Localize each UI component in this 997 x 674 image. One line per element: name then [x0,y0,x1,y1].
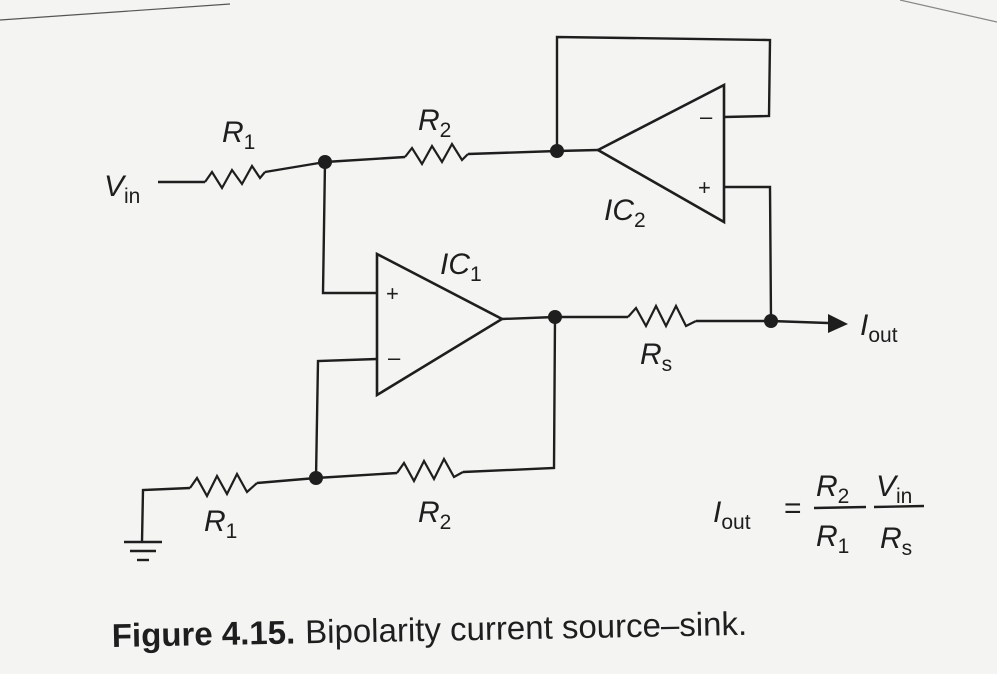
label-ic1: IC1 [440,248,482,286]
wire-node-a-to-ic1-plus [321,161,377,295]
ic1-minus-sign: – [388,345,401,370]
iout-arrow-icon [828,314,848,333]
equation-frac2-denominator: Rs [880,522,912,560]
junction-node-b [550,144,564,158]
label-r2-bottom: R2 [418,496,451,534]
label-ic2: IC2 [604,194,646,232]
wire-node-e-to-r2-bottom [315,471,398,480]
wire-r2-to-node-b [467,149,558,156]
label-vin: Vin [104,170,140,208]
wire-ic1-minus-to-node-e [314,357,378,479]
label-r2-top: R2 [418,104,451,142]
wires [140,35,829,543]
label-r1-bottom: R1 [204,505,237,543]
equation-equals-sign: = [784,492,802,525]
equation-lhs: Iout [713,496,751,534]
label-iout: Iout [860,309,898,347]
figure-caption: Figure 4.15.Bipolarity current source–si… [111,605,747,654]
equation-frac1-denominator: R1 [816,520,849,558]
wire-node-a-to-r2 [324,155,406,164]
junction-node-c [548,310,562,324]
page-edge-right [899,0,997,23]
wire-r1-bottom-to-node-e [256,476,317,485]
ground-icon [124,540,162,562]
wire-r1-to-node-a [264,160,326,174]
label-r1-top: R1 [222,116,255,154]
resistor-rs [627,303,697,329]
resistor-r1-bottom [189,471,258,499]
junction-node-e [309,471,323,485]
wire-node-c-to-r2-bottom [462,316,557,474]
opamp-ic2 [595,82,726,225]
equation-frac1-numerator: R2 [816,470,849,508]
resistor-r1-top [204,163,266,191]
resistors [189,141,697,499]
junction-node-d [764,314,778,328]
wire-ic2-plus-to-node-d [724,185,773,322]
ic1-plus-sign: + [386,281,399,306]
wire-ground-lead [140,486,191,543]
equation-frac1-bar [813,505,867,510]
label-rs: Rs [640,338,672,376]
caption-label: Figure 4.15. [111,613,295,654]
ic2-minus-sign: – [700,104,713,129]
equation-frac2-bar [873,504,925,509]
junction-node-a [318,155,332,169]
wire-ic1-out-to-node-c [501,315,556,321]
equation-iout: Iout = R2 R1 Vin Rs [713,470,925,560]
equation-frac2-numerator: Vin [876,470,912,508]
caption-text: Bipolarity current source–sink. [305,605,748,650]
page-edge-left [0,3,231,21]
wire-ic2-feedback [555,35,772,151]
ic2-plus-sign: + [698,175,711,200]
wire-iout-lead [770,319,829,325]
opamp-ic1 [375,251,505,398]
resistor-r2-bottom [396,456,464,484]
resistor-r2-top [404,141,469,167]
